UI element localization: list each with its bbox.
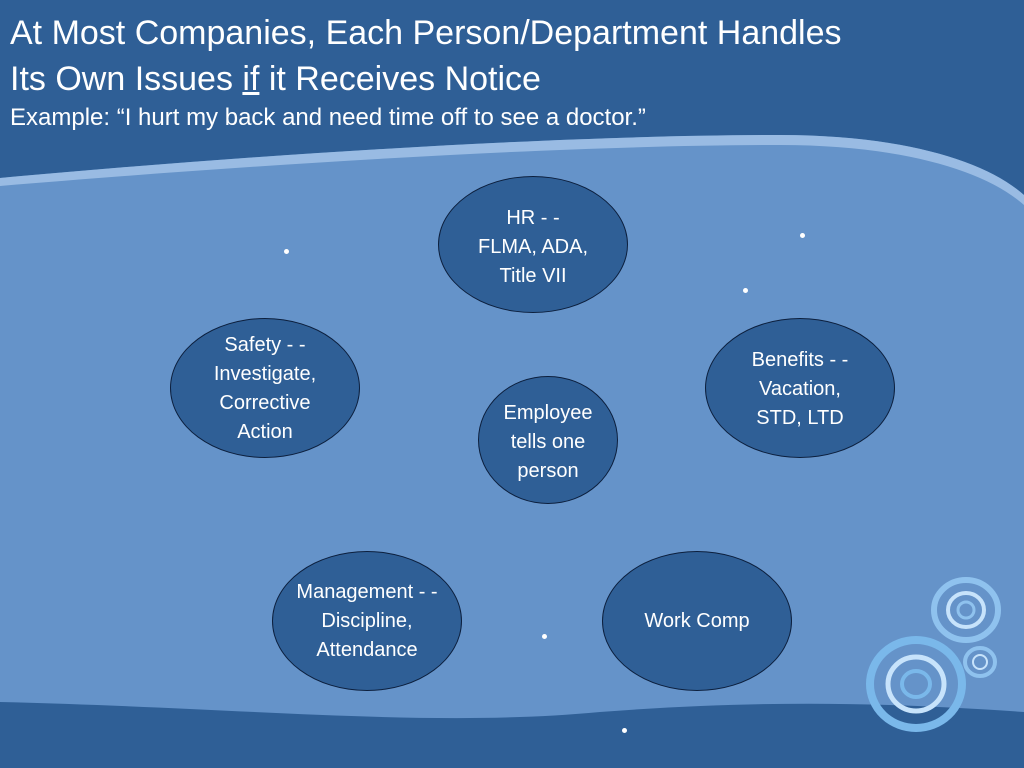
node-management-line: Attendance xyxy=(316,639,418,661)
decorative-dot xyxy=(284,249,289,254)
decorative-rings xyxy=(866,577,1001,732)
decorative-dot xyxy=(743,288,748,293)
decorative-dot xyxy=(542,634,547,639)
node-hr-line: Title VII xyxy=(499,265,567,287)
node-management: Management - - Discipline, Attendance xyxy=(272,551,462,691)
node-benefits-line: Benefits - - xyxy=(751,349,849,371)
node-benefits-line: Vacation, xyxy=(759,378,841,400)
node-employee: Employee tells one person xyxy=(478,376,618,504)
node-employee-line: tells one xyxy=(510,431,586,453)
slide-title-line-2: Its Own Issues if it Receives Notice xyxy=(10,56,1014,102)
node-management-line: Management - - xyxy=(296,581,438,603)
node-employee-line: Employee xyxy=(503,402,593,424)
node-workcomp: Work Comp xyxy=(602,551,792,691)
slide-subtitle: Example: “I hurt my back and need time o… xyxy=(10,104,646,131)
node-management-line: Discipline, xyxy=(321,610,413,632)
title-text-post: it Receives Notice xyxy=(259,60,541,98)
node-hr-line: HR - - xyxy=(506,207,560,229)
node-safety-line: Corrective xyxy=(219,392,311,414)
node-safety-line: Safety - - xyxy=(224,334,306,356)
decorative-dot xyxy=(800,233,805,238)
node-workcomp-line: Work Comp xyxy=(644,610,750,632)
title-underlined-word: if xyxy=(242,60,260,98)
decorative-dot xyxy=(622,728,627,733)
node-benefits: Benefits - - Vacation, STD, LTD xyxy=(705,318,895,458)
node-benefits-line: STD, LTD xyxy=(756,407,844,429)
node-safety-line: Action xyxy=(237,421,293,443)
node-hr-line: FLMA, ADA, xyxy=(477,236,589,258)
title-text-pre: Its Own Issues xyxy=(10,60,243,98)
node-safety-line: Investigate, xyxy=(213,363,317,385)
node-employee-line: person xyxy=(517,460,579,482)
slide-title-block: At Most Companies, Each Person/Departmen… xyxy=(10,10,1014,134)
slide-title-line-1: At Most Companies, Each Person/Departmen… xyxy=(10,14,842,52)
node-hr: HR - - FLMA, ADA, Title VII xyxy=(438,176,628,313)
